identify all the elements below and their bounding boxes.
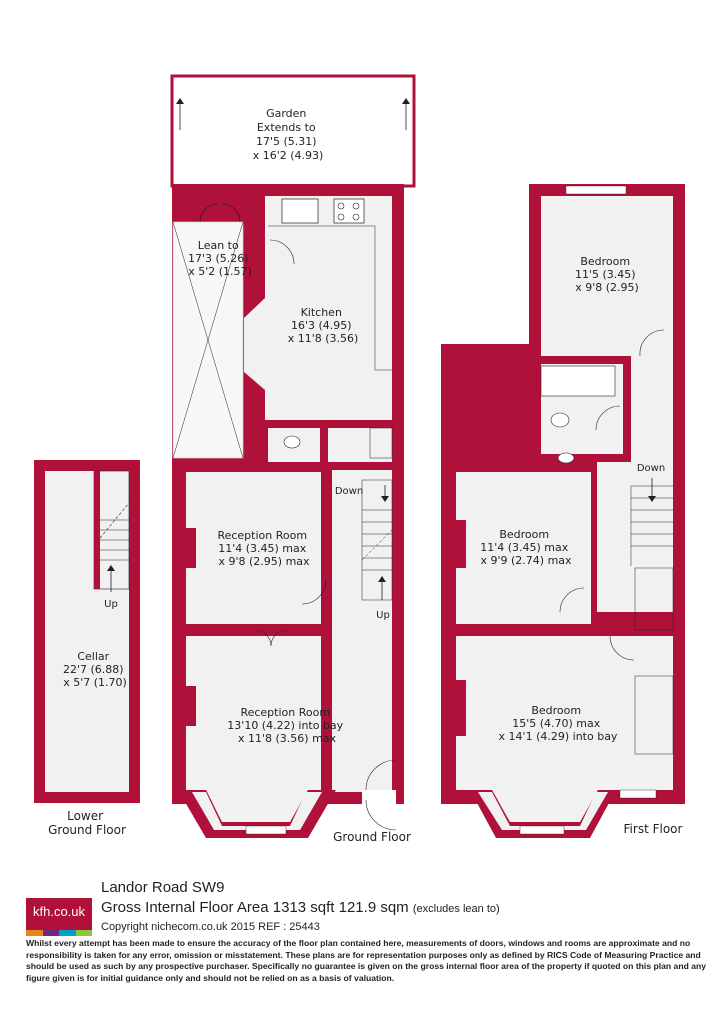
ground-floor-label: Ground Floor bbox=[333, 830, 411, 844]
lean-to-label: Lean to 17'3 (5.26) x 5'2 (1.57) bbox=[188, 239, 252, 278]
floor-area-note: (excludes lean to) bbox=[412, 903, 500, 915]
first-floor-label: First Floor bbox=[624, 822, 683, 836]
reception-room-2-label: Reception Room 13'10 (4.22) into bay x 1… bbox=[227, 706, 346, 745]
bedroom-middle-label: Bedroom 11'4 (3.45) max x 9'9 (2.74) max bbox=[480, 528, 572, 567]
cellar-label: Cellar 22'7 (6.88) x 5'7 (1.70) bbox=[63, 650, 127, 689]
room-labels: Garden Extends to 17'5 (5.31) x 16'2 (4.… bbox=[48, 107, 682, 844]
first-floor-plan bbox=[441, 184, 685, 838]
property-address: Landor Road SW9 bbox=[101, 879, 225, 896]
floor-area-value: Gross Internal Floor Area 1313 sqft 121.… bbox=[101, 899, 409, 916]
reception-room-1-label: Reception Room 11'4 (3.45) max x 9'8 (2.… bbox=[217, 529, 310, 568]
logo-stripes bbox=[26, 930, 92, 936]
ground-up-label: Up bbox=[376, 610, 390, 621]
ground-floor-plan bbox=[170, 74, 416, 840]
kitchen-label: Kitchen 16'3 (4.95) x 11'8 (3.56) bbox=[288, 306, 359, 345]
lower-ground-floor-label: Lower Ground Floor bbox=[48, 809, 126, 837]
floor-area: Gross Internal Floor Area 1313 sqft 121.… bbox=[101, 899, 500, 916]
ground-down-label: Down bbox=[335, 486, 363, 497]
first-down-label: Down bbox=[637, 463, 665, 474]
copyright: Copyright nichecom.co.uk 2015 REF : 2544… bbox=[101, 921, 320, 933]
cellar-up-label: Up bbox=[104, 599, 118, 610]
disclaimer: Whilst every attempt has been made to en… bbox=[26, 938, 707, 983]
cellar-plan bbox=[34, 460, 140, 803]
logo-text: kfh.co.uk bbox=[32, 904, 86, 919]
kfh-logo: kfh.co.uk bbox=[26, 898, 92, 936]
garden-label: Garden Extends to 17'5 (5.31) x 16'2 (4.… bbox=[253, 107, 324, 162]
bedroom-front-label: Bedroom 15'5 (4.70) max x 14'1 (4.29) in… bbox=[499, 704, 618, 743]
bedroom-top-label: Bedroom 11'5 (3.45) x 9'8 (2.95) bbox=[575, 255, 639, 294]
floor-plan: Garden Extends to 17'5 (5.31) x 16'2 (4.… bbox=[34, 74, 685, 844]
